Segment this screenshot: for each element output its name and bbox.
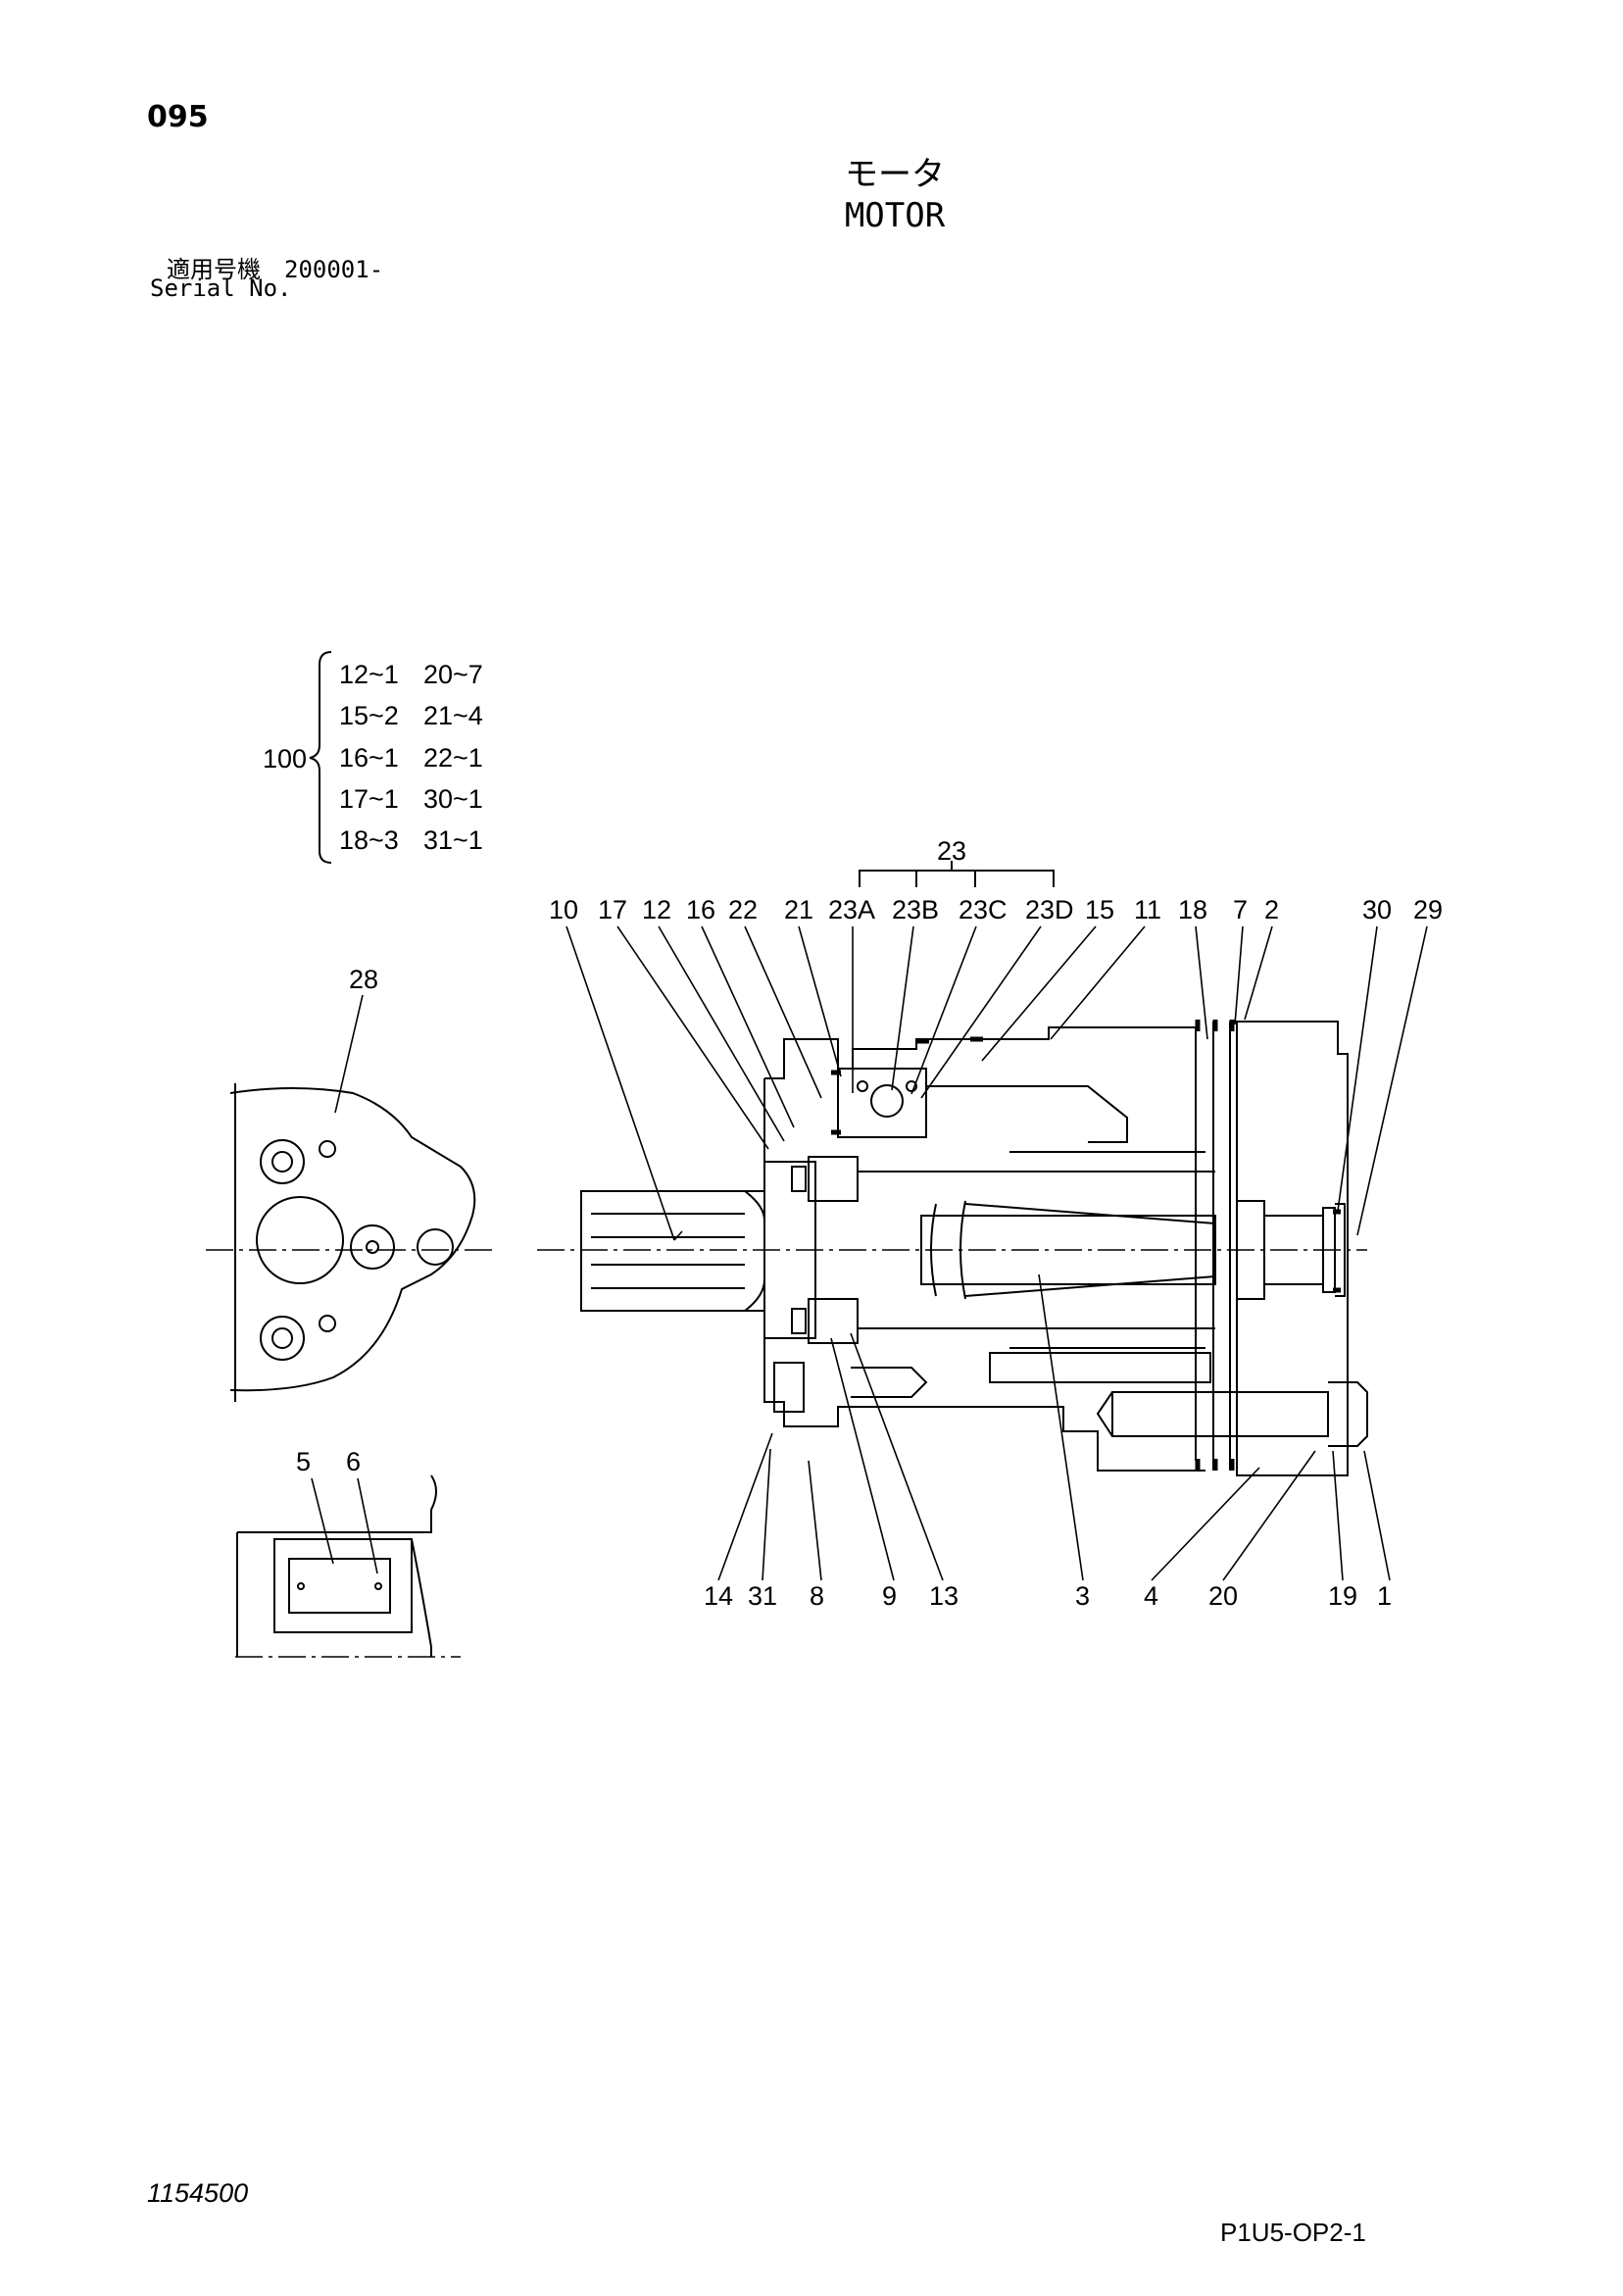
bottom-callouts: 14 31 8 9 13 3 4 20 19 1 [704,1581,1392,1611]
name-plate-drawing [235,1474,461,1658]
kit-row-2-a: 15~2 [339,701,399,730]
callout-12: 12 [642,895,671,924]
callout-31: 31 [748,1581,777,1611]
callout-7: 7 [1233,895,1248,924]
callout-20: 20 [1208,1581,1238,1611]
callout-15: 15 [1085,895,1114,924]
callout-10: 10 [549,895,578,924]
sheet-code: P1U5-OP2-1 [1220,2218,1366,2247]
callout-14: 14 [704,1581,733,1611]
callout-3: 3 [1075,1581,1090,1611]
group-23-bracket [859,861,1055,887]
callout-28: 28 [349,965,378,994]
callout-8: 8 [810,1581,824,1611]
callout-29: 29 [1413,895,1443,924]
drawing-number: 1154500 [147,2178,249,2208]
leader-lines [566,925,1428,1581]
kit-row-4-a: 17~1 [339,784,399,814]
kit-row-3-a: 16~1 [339,743,399,773]
callout-9: 9 [882,1581,897,1611]
callout-30: 30 [1362,895,1392,924]
callout-1: 1 [1377,1581,1392,1611]
side-view-drawing [206,994,495,1402]
callout-6: 6 [346,1447,361,1476]
kit-brace [309,651,332,864]
kit-row-1-a: 12~1 [339,660,399,689]
callout-23d: 23D [1025,895,1074,924]
callout-22: 22 [728,895,758,924]
callout-23a: 23A [828,895,875,924]
kit-label: 100 [263,744,307,774]
serial-label-en: Serial No. [150,275,292,302]
kit-row-4-b: 30~1 [423,784,483,814]
callout-17: 17 [598,895,627,924]
callout-11: 11 [1134,895,1161,924]
kit-row-5-a: 18~3 [339,825,399,855]
callout-19: 19 [1328,1581,1357,1611]
kit-row-3-b: 22~1 [423,743,483,773]
callout-23b: 23B [892,895,939,924]
page-title-en: MOTOR [844,196,946,235]
page-title-jp: モータ [845,155,945,194]
serial-label-jp: 適用号機 200001- [167,256,384,283]
motor-cross-section [537,1020,1368,1476]
kit-row-5-b: 31~1 [423,825,483,855]
callout-5: 5 [296,1447,311,1476]
callout-21: 21 [784,895,813,924]
top-callouts: 10 17 12 16 22 21 23A 23B 23C 23D 15 11 … [549,895,1443,924]
kit-row-1-b: 20~7 [423,660,483,689]
callout-16: 16 [686,895,715,924]
callout-18: 18 [1178,895,1207,924]
callout-23c: 23C [959,895,1008,924]
kit-row-2-b: 21~4 [423,701,483,730]
callout-13: 13 [929,1581,959,1611]
callout-4: 4 [1144,1581,1158,1611]
callout-2: 2 [1264,895,1279,924]
page-number: 095 [147,100,209,134]
